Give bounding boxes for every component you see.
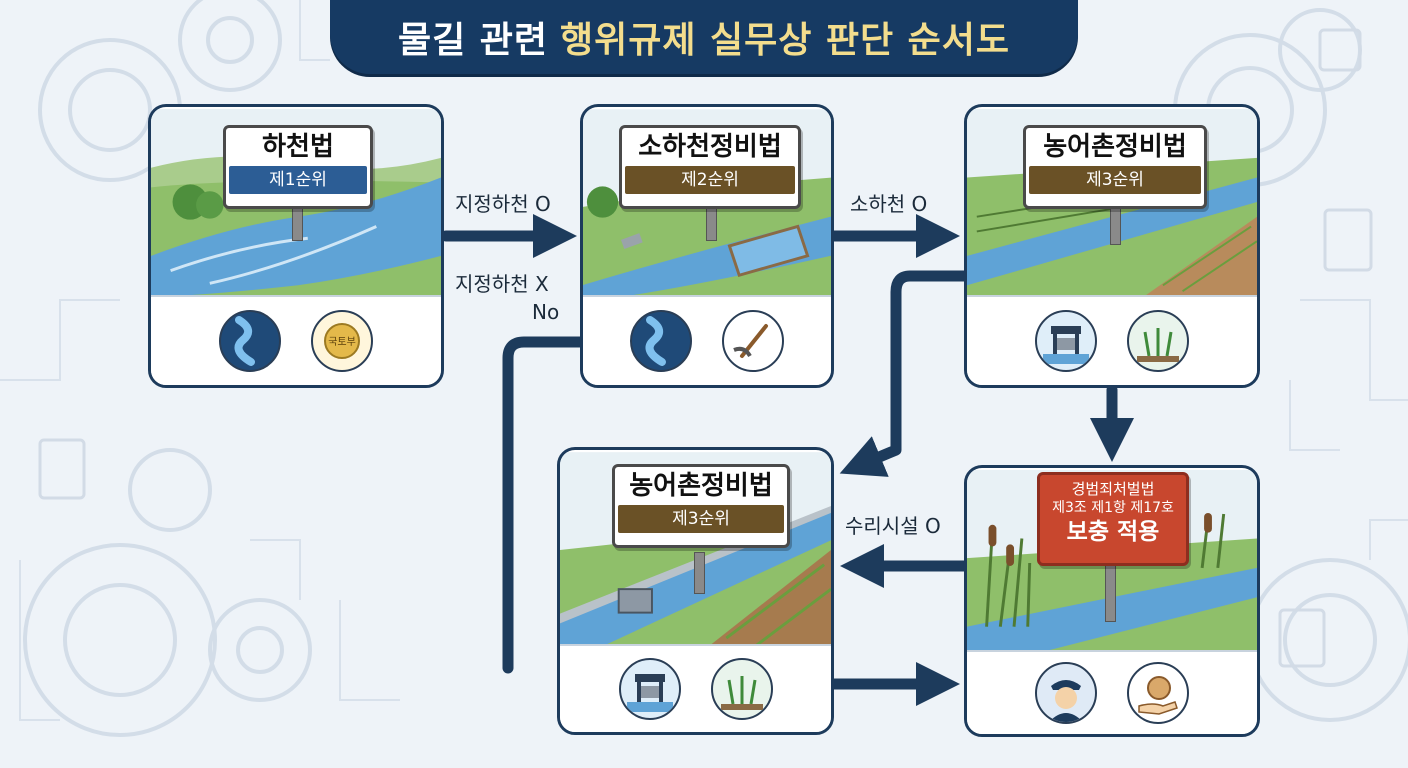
law-sign-rural-act: 농어촌정비법 제3순위 — [1023, 125, 1207, 209]
law-article: 제3조 제1항 제17호 — [1052, 500, 1174, 516]
sign-post — [1105, 564, 1116, 622]
card-small-river-act: 소하천정비법 제2순위 — [580, 104, 834, 388]
river-icon — [630, 310, 692, 372]
sluice-gate-icon — [1035, 310, 1097, 372]
sluice-gate-icon — [618, 658, 681, 720]
supplementary-law-sign: 경범죄처벌법 제3조 제1항 제17호 보충 적용 — [1037, 472, 1189, 566]
priority-rank: 제2순위 — [625, 166, 795, 194]
icon-row — [967, 295, 1257, 385]
supplementary-application: 보충 적용 — [1066, 519, 1160, 545]
card-rural-act-bottom: 농어촌정비법 제3순위 — [557, 447, 834, 735]
card-river-act: 하천법 제1순위 국토부 — [148, 104, 444, 388]
law-name: 경범죄처벌법 — [1071, 480, 1155, 498]
law-name: 농어촌정비법 — [629, 471, 773, 501]
law-name: 농어촌정비법 — [1043, 132, 1187, 162]
emblem-text: 국토부 — [328, 336, 356, 348]
icon-row — [560, 644, 831, 732]
sign-post — [1110, 203, 1121, 245]
pickaxe-icon — [722, 310, 784, 372]
title-part-2: 행위규제 실무상 판단 순서도 — [559, 20, 1011, 61]
sign-post — [694, 552, 705, 594]
icon-row — [967, 650, 1257, 734]
priority-rank: 제1순위 — [229, 166, 367, 194]
label-irrigation-facility-yes: 수리시설 O — [845, 514, 941, 538]
rice-plant-icon — [710, 658, 773, 720]
card-supplementary-law: 경범죄처벌법 제3조 제1항 제17호 보충 적용 — [964, 465, 1260, 737]
card-rural-act-top: 농어촌정비법 제3순위 — [964, 104, 1260, 388]
emblem-icon: 국토부 — [311, 310, 373, 372]
icon-row: 국토부 — [151, 295, 441, 385]
label-small-river-yes: 소하천 O — [850, 192, 928, 216]
priority-rank: 제3순위 — [1029, 166, 1201, 194]
priority-rank: 제3순위 — [618, 505, 784, 533]
icon-row — [583, 295, 831, 385]
money-bag-hand-icon — [1127, 662, 1189, 724]
law-sign-small-river-act: 소하천정비법 제2순위 — [619, 125, 801, 209]
police-officer-icon — [1035, 662, 1097, 724]
page-title: 물길 관련 행위규제 실무상 판단 순서도 — [330, 0, 1078, 74]
law-name: 하천법 — [262, 132, 334, 162]
label-designated-river-no: 지정하천 X — [455, 272, 549, 296]
label-no: No — [532, 300, 560, 324]
rice-plant-icon — [1127, 310, 1189, 372]
label-designated-river-yes: 지정하천 O — [455, 192, 551, 216]
law-name: 소하천정비법 — [638, 132, 782, 162]
law-sign-river-act: 하천법 제1순위 — [223, 125, 373, 209]
law-sign-rural-act: 농어촌정비법 제3순위 — [612, 464, 790, 548]
title-part-1: 물길 관련 — [397, 20, 548, 61]
river-icon — [219, 310, 281, 372]
